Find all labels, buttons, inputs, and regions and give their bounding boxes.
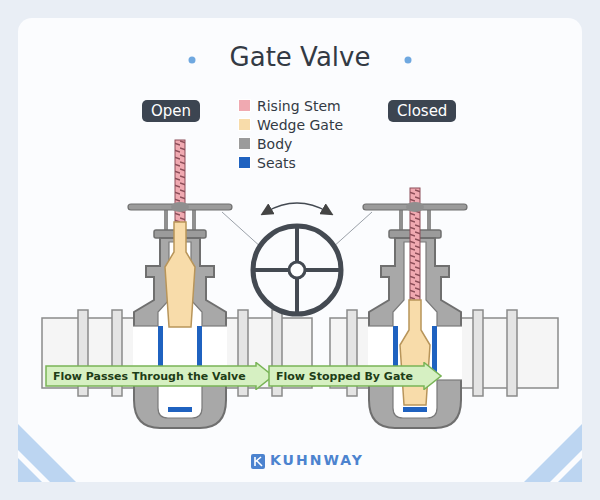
flow-arrow: Flow Passes Through the Valve [45,362,274,390]
state-label: Closed [397,102,447,120]
watermark-label: KUHNWAY [270,452,364,468]
title-dot [189,57,196,64]
legend-text: Body [257,136,292,152]
legend-swatch [238,118,251,131]
arrow-outline [46,363,273,390]
flow-arrow: Flow Stopped By Gate [268,362,442,390]
state-label: Open [151,102,191,120]
card [18,18,582,482]
legend-row: Wedge Gate [238,115,343,134]
diagram-title: Gate Valve [0,42,600,72]
legend-text: Wedge Gate [257,117,343,133]
state-tag: Closed [388,100,456,122]
title-dot [405,57,412,64]
legend-row: Rising Stem [238,96,343,115]
legend-row: Seats [238,153,343,172]
closed-valve [363,188,467,428]
flow-text: Flow Stopped By Gate [276,370,413,383]
legend-row: Body [238,134,343,153]
state-tag: Open [142,100,200,122]
legend-swatch [238,137,251,150]
legend-swatch [238,156,251,169]
legend-text: Rising Stem [257,98,341,114]
arrow-outline [269,363,441,390]
legend-text: Seats [257,155,296,171]
legend-swatch [238,99,251,112]
handwheel-symbol [222,203,372,314]
logo-mark [251,454,265,469]
corner-stripes [18,424,582,482]
legend: Rising StemWedge GateBodySeats [238,96,343,172]
flow-text: Flow Passes Through the Valve [53,370,246,383]
